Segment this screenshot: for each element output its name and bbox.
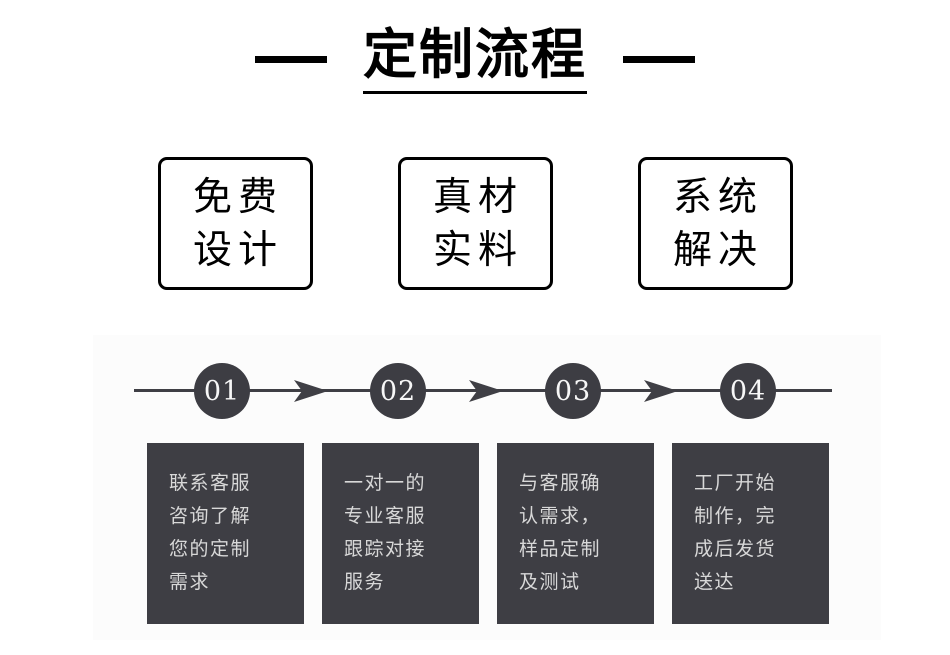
card-text-line: 一对一的: [344, 472, 427, 494]
process-panel: 01 02 03 04 联系客服 咨询了解 您的定制 需求 一对一的 专业客服 …: [93, 335, 881, 640]
card-text-line: 咨询了解: [169, 505, 252, 527]
page-title-row: 定制流程: [0, 18, 950, 100]
step-number-03[interactable]: 03: [545, 363, 601, 419]
card-text-line: 样品定制: [519, 538, 602, 560]
process-step-card-03[interactable]: 与客服确 认需求， 样品定制 及测试: [497, 443, 654, 624]
feature-badge-free-design[interactable]: 免费 设计: [157, 157, 313, 290]
card-text-line: 专业客服: [344, 505, 427, 527]
card-text-line: 制作，完: [694, 505, 777, 527]
card-text-line: 及测试: [519, 571, 581, 593]
feature-badge-list: 免费 设计 真材 实料 系统 解决: [0, 157, 950, 291]
feature-badge-line-1: 免费: [192, 174, 283, 220]
card-text-line: 认需求，: [519, 505, 602, 527]
card-text-line: 工厂开始: [694, 472, 777, 494]
card-text-line: 需求: [169, 571, 211, 593]
feature-badge-line-2: 实料: [432, 227, 523, 273]
page-title-underline: [363, 91, 587, 94]
process-timeline: 01 02 03 04: [93, 335, 881, 445]
feature-badge-line-2: 设计: [192, 227, 283, 273]
card-text-line: 联系客服: [169, 472, 252, 494]
step-number-02[interactable]: 02: [370, 363, 426, 419]
card-text-line: 送达: [694, 571, 736, 593]
arrow-right-icon: [644, 380, 678, 402]
feature-badge-genuine-material[interactable]: 真材 实料: [397, 157, 553, 290]
card-text-line: 服务: [344, 571, 386, 593]
process-step-card-list: 联系客服 咨询了解 您的定制 需求 一对一的 专业客服 跟踪对接 服务 与客服确…: [147, 443, 881, 625]
process-step-card-04[interactable]: 工厂开始 制作，完 成后发货 送达: [672, 443, 829, 624]
step-number-04[interactable]: 04: [720, 363, 776, 419]
process-step-card-01[interactable]: 联系客服 咨询了解 您的定制 需求: [147, 443, 304, 624]
feature-badge-line-1: 系统: [672, 174, 763, 220]
arrow-right-icon: [469, 380, 503, 402]
title-dash-right: [623, 55, 695, 63]
card-text-line: 成后发货: [694, 538, 777, 560]
feature-badge-system-solution[interactable]: 系统 解决: [637, 157, 793, 290]
card-text-line: 跟踪对接: [344, 538, 427, 560]
card-text-line: 您的定制: [169, 538, 252, 560]
process-step-card-02[interactable]: 一对一的 专业客服 跟踪对接 服务: [322, 443, 479, 624]
arrow-right-icon: [294, 380, 328, 402]
page-title-text: 定制流程: [363, 23, 587, 86]
feature-badge-line-1: 真材: [432, 174, 523, 220]
title-dash-left: [255, 55, 327, 63]
feature-badge-line-2: 解决: [672, 227, 763, 273]
page-title: 定制流程: [363, 24, 587, 94]
step-number-01[interactable]: 01: [194, 363, 250, 419]
card-text-line: 与客服确: [519, 472, 602, 494]
